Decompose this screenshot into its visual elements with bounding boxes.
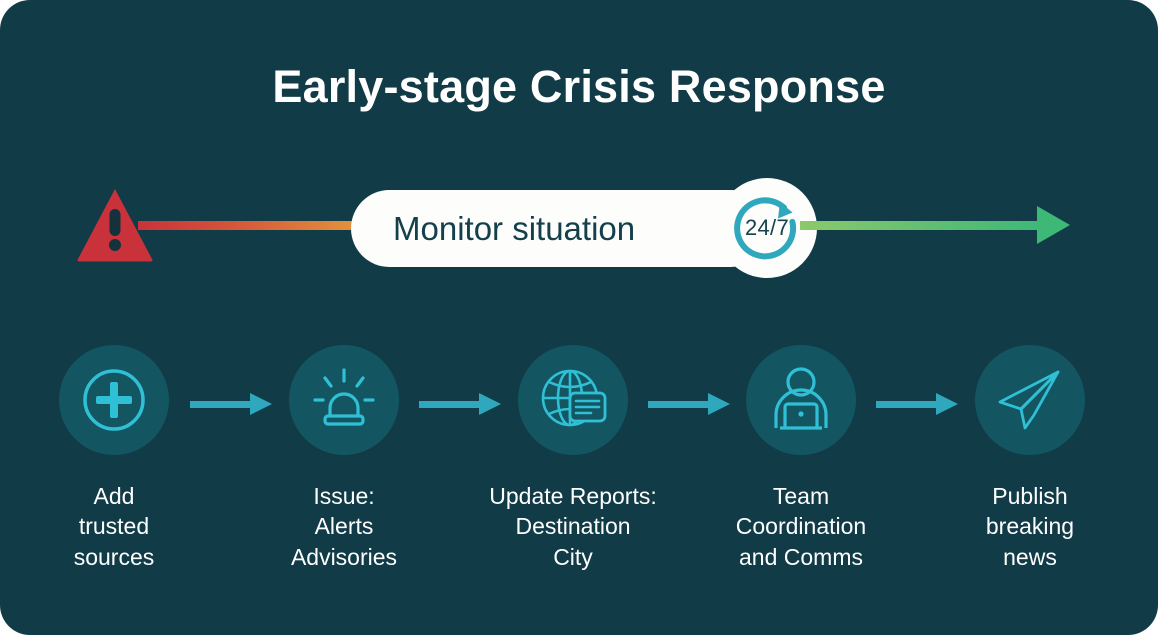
monitor-situation-label: Monitor situation <box>393 209 636 247</box>
step-caption: Add trusted sources <box>73 483 155 570</box>
step-add-trusted-sources[interactable]: Add trusted sources <box>14 345 214 572</box>
step-caption: Team Coordination and Comms <box>735 483 867 570</box>
process-steps-row: Add trusted sources <box>0 345 1158 595</box>
twenty-four-seven-label: 24/7 <box>744 215 790 240</box>
step-issue-alerts-advisories[interactable]: Issue: Alerts Advisories <box>244 345 444 572</box>
plus-circle-icon <box>83 369 145 431</box>
step-update-reports[interactable]: Update Reports: Destination City <box>473 345 673 572</box>
connector-arrow-4 <box>876 393 962 415</box>
step-icon-circle <box>59 345 169 455</box>
step-publish-breaking-news[interactable]: Publish breaking news <box>930 345 1130 572</box>
step-icon-circle <box>518 345 628 455</box>
step-caption: Publish breaking news <box>985 483 1075 570</box>
warning-triangle-icon <box>76 187 154 263</box>
connector-arrow-3 <box>648 393 734 415</box>
step-team-coordination[interactable]: Team Coordination and Comms <box>701 345 901 572</box>
page-title: Early-stage Crisis Response <box>272 61 886 112</box>
siren-alert-icon <box>313 368 375 426</box>
refresh-circular-arrow-icon <box>734 197 797 260</box>
monitor-banner-row: Monitor situation 24/7 <box>0 178 1158 278</box>
step-icon-circle <box>975 345 1085 455</box>
globe-report-icon <box>541 369 607 427</box>
step-icon-circle <box>289 345 399 455</box>
step-caption: Update Reports: Destination City <box>489 483 657 570</box>
step-caption: Issue: Alerts Advisories <box>290 483 398 570</box>
connector-arrow-1 <box>190 393 276 415</box>
connector-arrow-2 <box>419 393 505 415</box>
arrow-right-icon <box>1037 206 1070 244</box>
step-icon-circle <box>746 345 856 455</box>
paper-plane-icon <box>998 370 1060 430</box>
monitor-situation-pill[interactable]: Monitor situation <box>351 190 769 267</box>
person-laptop-icon <box>774 367 828 430</box>
gradient-line-right <box>800 221 1040 230</box>
twenty-four-seven-badge: 24/7 <box>717 178 817 278</box>
gradient-line-left <box>138 221 370 230</box>
